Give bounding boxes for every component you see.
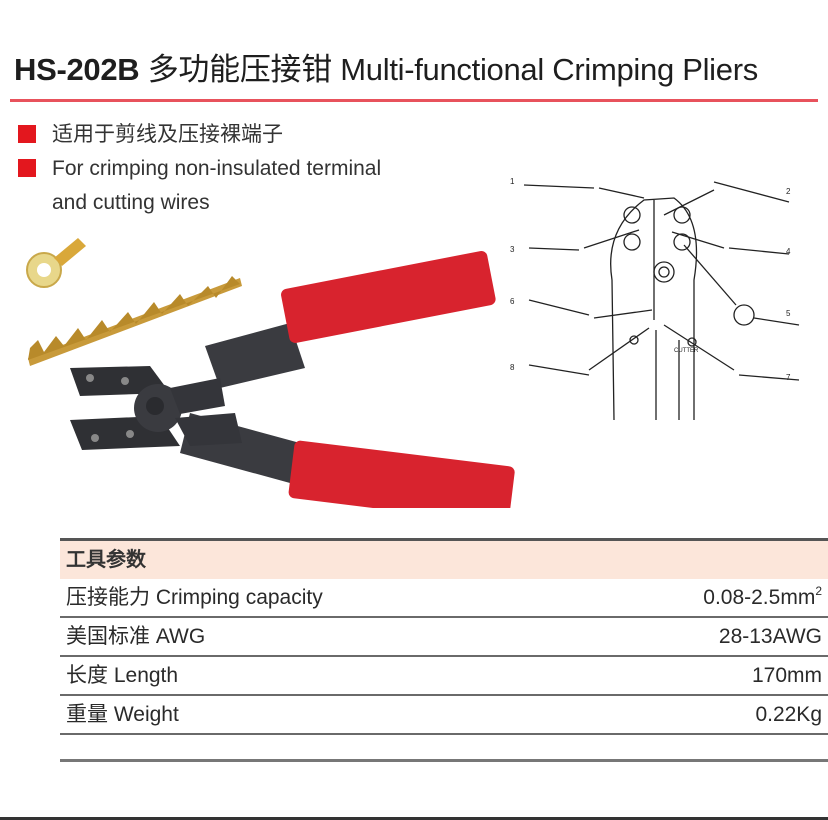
table-row: 美国标准 AWG 28-13AWG [60,618,828,657]
red-square-bullet-icon [18,159,36,177]
title-cn: 多功能压接钳 [147,52,333,87]
table-row: 重量 Weight 0.22Kg [60,696,828,735]
spec-value: 0.08-2.5mm2 [703,584,822,609]
title-en: Multi-functional Crimping Pliers [340,52,758,87]
model-number: HS-202B [14,52,140,87]
red-square-bullet-icon [18,125,36,143]
product-photo [26,238,515,508]
feature-item-continuation: and cutting wires [52,191,210,214]
diagram-label-2: 2 [786,187,791,196]
diagram-label-4: 4 [786,247,791,256]
diagram-label-7: 7 [786,373,791,382]
table-row: 压接能力 Crimping capacity 0.08-2.5mm2 [60,579,828,618]
diagram-label-3: 3 [510,245,515,254]
ring-terminal-icon [26,238,86,288]
table-row: 长度 Length 170mm [60,657,828,696]
diagram-label-5: 5 [786,309,791,318]
spec-value: 28-13AWG [718,625,822,648]
diagram-label-1: 1 [510,177,515,186]
title-divider [10,99,818,102]
feature-item: For crimping non-insulated terminal [18,152,381,186]
diagram-label-8: 8 [510,363,515,372]
spec-table-bottom-rule [60,735,828,762]
spec-label: 重量 Weight [66,703,179,726]
page-title: HS-202B 多功能压接钳 Multi-functional Crimping… [14,44,758,89]
spec-table-top-rule [60,538,828,541]
spec-value: 0.22Kg [755,703,822,726]
spec-value: 170mm [751,664,822,687]
cutter-label: CUTTER [674,348,699,354]
spec-label: 美国标准 AWG [66,625,206,648]
terminal-diagram: 1 2 3 4 5 6 7 8 CUTTER [510,177,800,420]
feature-list: 适用于剪线及压接裸端子 For crimping non-insulated t… [18,118,381,220]
spec-label: 压接能力 Crimping capacity [66,586,323,609]
spec-table: 工具参数 压接能力 Crimping capacity 0.08-2.5mm2 … [60,538,828,762]
bottom-edge-bar [0,817,828,820]
terminal-strip-icon [28,276,242,366]
spec-table-header: 工具参数 [60,541,828,579]
feature-item: 适用于剪线及压接裸端子 [18,118,381,152]
spec-label: 长度 Length [66,664,179,687]
diagram-label-6: 6 [510,297,515,306]
